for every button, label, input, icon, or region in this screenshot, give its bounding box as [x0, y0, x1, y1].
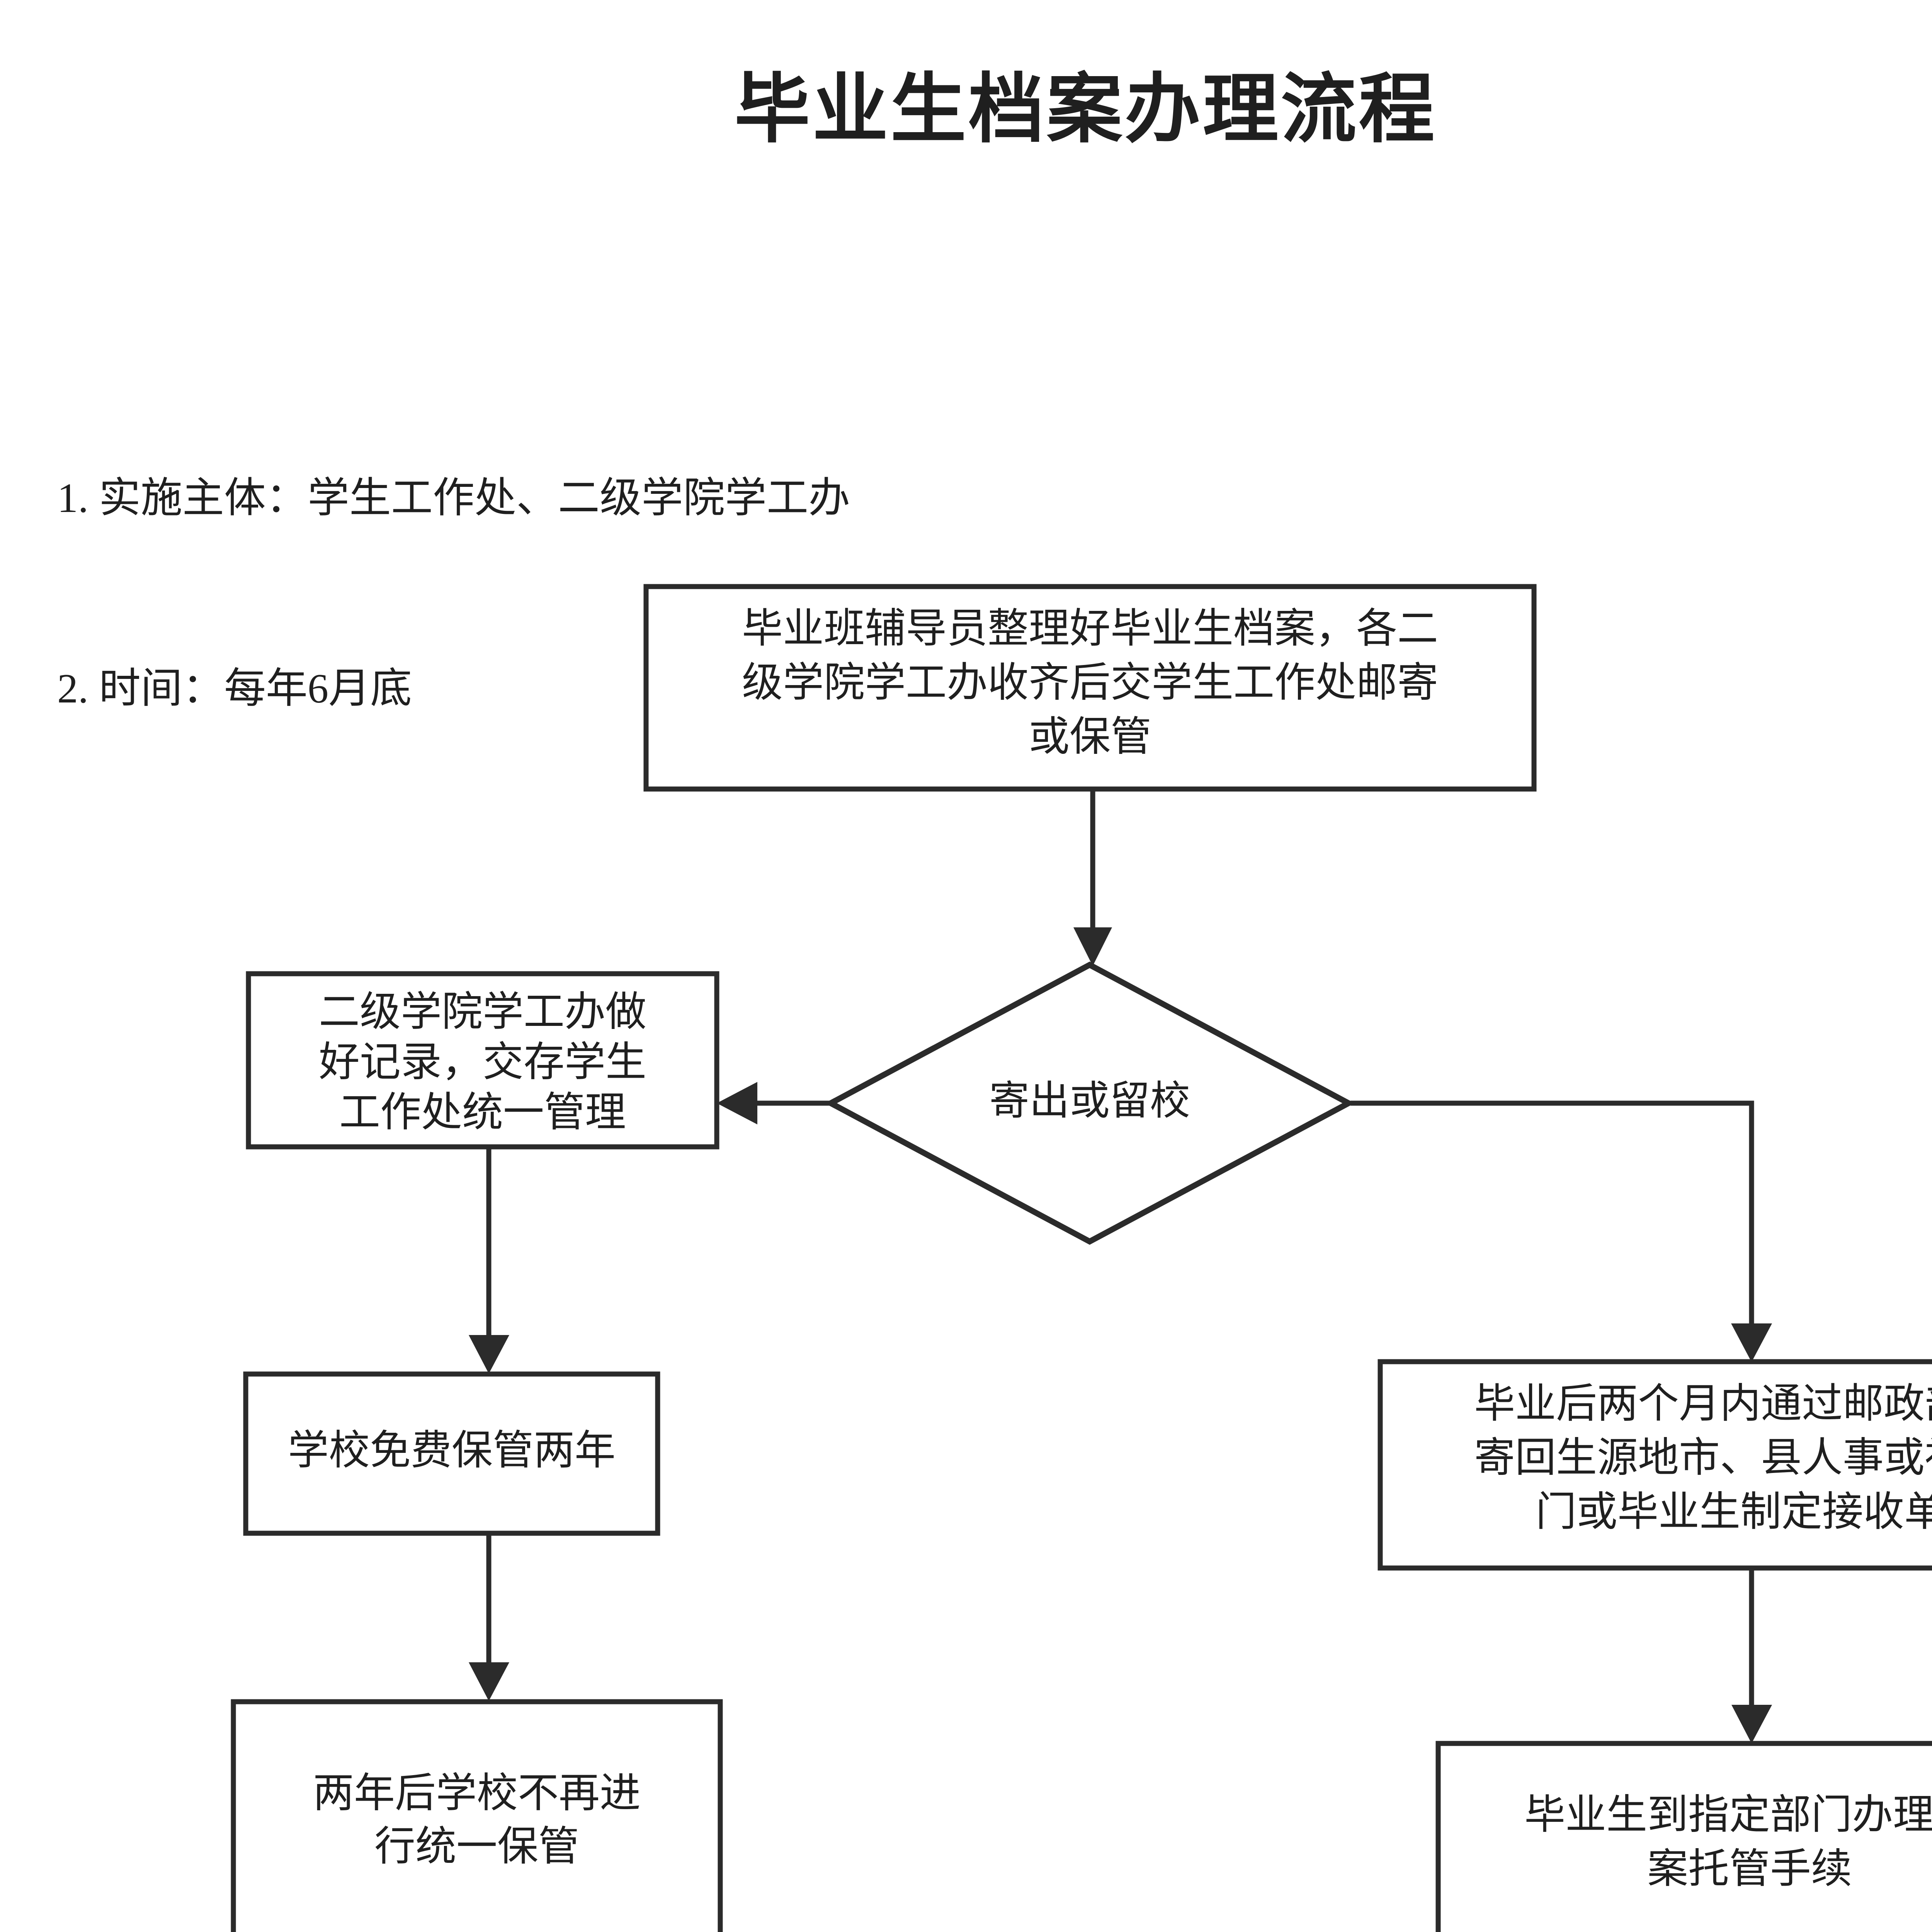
edge-n4-n5 — [469, 1534, 509, 1701]
node-n7-line-2: 案托管手续 — [1647, 1846, 1852, 1891]
node-n1-line-2: 级学院学工办收齐后交学生工作处邮寄 — [742, 660, 1438, 705]
page-title: 毕业生档案办理流程 — [734, 67, 1437, 151]
node-n3-line-2: 好记录，交存学生 — [319, 1039, 646, 1085]
node-n7[interactable]: 毕业生到指定部门办理档 案托管手续 — [1435, 1741, 1932, 1932]
node-n3[interactable]: 二级学院学工办做 好记录，交存学生 工作处统一管理 — [246, 971, 719, 1150]
node-n6-line-1: 毕业后两个月内通过邮政部门邮 — [1474, 1381, 1932, 1426]
node-n3-line-3: 工作处统一管理 — [339, 1090, 626, 1135]
node-n5-line-2: 行统一保管 — [374, 1824, 579, 1869]
node-n1-line-3: 或保管 — [1029, 714, 1151, 759]
node-n1-line-1: 毕业班辅导员整理好毕业生档案，各二 — [742, 606, 1438, 651]
node-n6-line-2: 寄回生源地市、县人事或社保部 — [1474, 1435, 1932, 1480]
node-n4-line-1: 学校免费保管两年 — [288, 1428, 616, 1473]
node-n6-line-3: 门或毕业生制定接收单位 — [1536, 1489, 1932, 1534]
edge-n3-n4 — [469, 1146, 509, 1374]
node-n2-label: 寄出或留校 — [989, 1079, 1190, 1123]
notes-block: 1. 实施主体：学生工作处、二级学院学工办 2. 时间：每年6月底 — [57, 340, 850, 847]
note-line-1: 1. 实施主体：学生工作处、二级学院学工办 — [57, 475, 850, 522]
node-n5-line-1: 两年后学校不再进 — [313, 1770, 641, 1816]
node-n3-line-1: 二级学院学工办做 — [319, 989, 646, 1034]
note-line-2: 2. 时间：每年6月底 — [57, 665, 412, 712]
edge-n1-n2 — [1073, 789, 1112, 966]
node-n5[interactable]: 两年后学校不再进 行统一保管 — [231, 1699, 723, 1932]
node-n6[interactable]: 毕业后两个月内通过邮政部门邮 寄回生源地市、县人事或社保部 门或毕业生制定接收单… — [1378, 1359, 1932, 1571]
edge-n2-n6 — [1350, 1100, 1772, 1362]
node-n4[interactable]: 学校免费保管两年 — [243, 1371, 660, 1536]
node-n7-line-1: 毕业生到指定部门办理档 — [1524, 1792, 1932, 1837]
node-n2[interactable]: 寄出或留校 — [825, 961, 1355, 1245]
node-n1[interactable]: 毕业班辅导员整理好毕业生档案，各二 级学院学工办收齐后交学生工作处邮寄 或保管 — [643, 584, 1537, 792]
edge-n6-n7 — [1731, 1569, 1772, 1743]
